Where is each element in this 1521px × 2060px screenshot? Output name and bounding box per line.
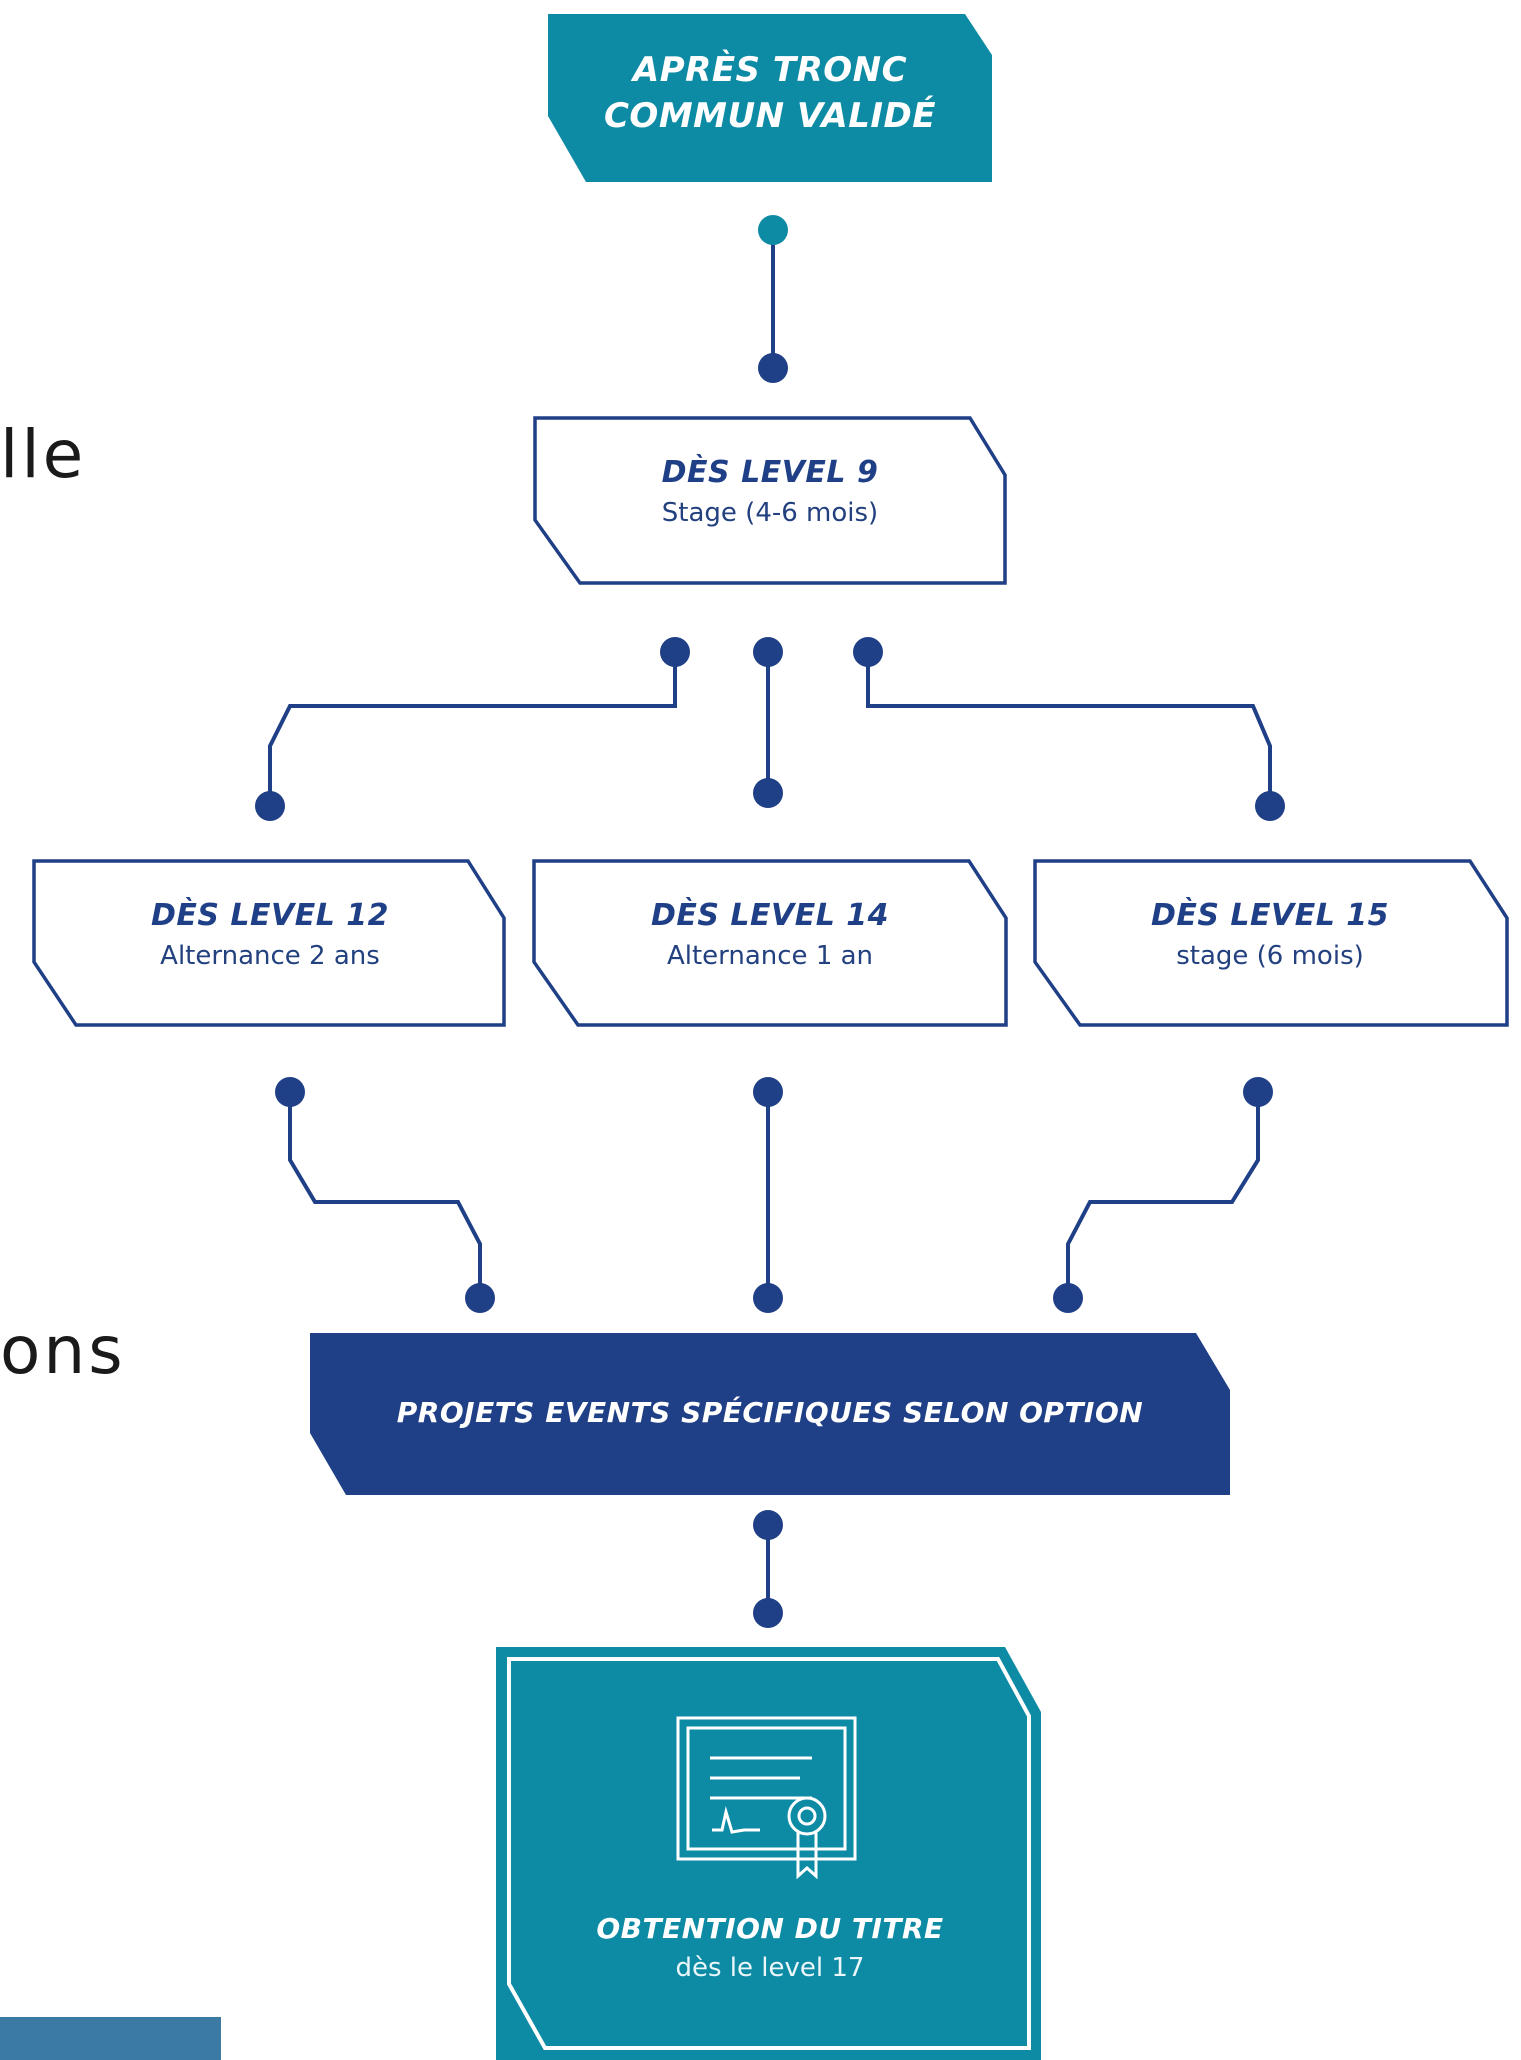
side-text-fragment-top: lle bbox=[0, 416, 87, 493]
corner-bar bbox=[0, 2017, 221, 2060]
node-level15: DÈS LEVEL 15 stage (6 mois) bbox=[1060, 898, 1480, 971]
node-start-title-line1: APRÈS TRONC bbox=[632, 50, 908, 90]
node-projects-title: PROJETS EVENTS SPÉCIFIQUES SELON OPTION bbox=[396, 1396, 1144, 1429]
node-level15-shape bbox=[1033, 859, 1509, 1027]
connector-dot bbox=[275, 1077, 305, 1107]
node-level15-subtitle: stage (6 mois) bbox=[1176, 941, 1364, 971]
connector-dot bbox=[853, 637, 883, 667]
node-level15-title: DÈS LEVEL 15 bbox=[1150, 898, 1390, 933]
node-level12: DÈS LEVEL 12 Alternance 2 ans bbox=[60, 898, 480, 971]
connector-dot bbox=[255, 791, 285, 821]
node-level9: DÈS LEVEL 9 Stage (4-6 mois) bbox=[560, 455, 980, 528]
node-level14-shape bbox=[532, 859, 1008, 1027]
node-final-title: OBTENTION DU TITRE bbox=[596, 1912, 944, 1945]
node-projects-shape bbox=[310, 1333, 1230, 1495]
connector-dot bbox=[753, 1598, 783, 1628]
connector-dot bbox=[1255, 791, 1285, 821]
connector-branches bbox=[268, 652, 1272, 806]
node-level12-subtitle: Alternance 2 ans bbox=[160, 941, 380, 971]
node-start: APRÈS TRONC COMMUN VALIDÉ bbox=[560, 50, 980, 136]
connector-dot bbox=[758, 353, 788, 383]
node-level14-title: DÈS LEVEL 14 bbox=[650, 898, 890, 933]
side-text-fragment-middle: ons bbox=[0, 1312, 126, 1389]
node-level14: DÈS LEVEL 14 Alternance 1 an bbox=[560, 898, 980, 971]
node-level12-shape bbox=[32, 859, 506, 1027]
node-level14-subtitle: Alternance 1 an bbox=[666, 941, 874, 971]
connector-dot bbox=[753, 778, 783, 808]
node-level12-title: DÈS LEVEL 12 bbox=[150, 898, 390, 933]
connector-dot bbox=[1053, 1283, 1083, 1313]
connector-dot bbox=[753, 1283, 783, 1313]
node-start-shape bbox=[548, 14, 992, 182]
node-level9-shape bbox=[533, 416, 1007, 585]
connector-dot bbox=[758, 215, 788, 245]
connector-dot bbox=[753, 1510, 783, 1540]
connector-dot bbox=[1243, 1077, 1273, 1107]
certificate-icon bbox=[676, 1716, 857, 1880]
connector-dot bbox=[660, 637, 690, 667]
connector-merge bbox=[288, 1092, 1260, 1298]
connector-dot bbox=[753, 1077, 783, 1107]
node-start-title-line2: COMMUN VALIDÉ bbox=[603, 96, 936, 136]
node-level9-title: DÈS LEVEL 9 bbox=[661, 455, 879, 490]
connector-dot bbox=[753, 637, 783, 667]
connector-dot bbox=[465, 1283, 495, 1313]
node-final-subtitle: dès le level 17 bbox=[675, 1953, 865, 1983]
node-projects: PROJETS EVENTS SPÉCIFIQUES SELON OPTION bbox=[330, 1396, 1210, 1429]
node-level9-subtitle: Stage (4-6 mois) bbox=[661, 498, 879, 528]
node-final-inner-border bbox=[507, 1657, 1031, 2050]
node-final-shape bbox=[496, 1647, 1041, 2060]
node-final: OBTENTION DU TITRE dès le level 17 bbox=[530, 1912, 1010, 1983]
